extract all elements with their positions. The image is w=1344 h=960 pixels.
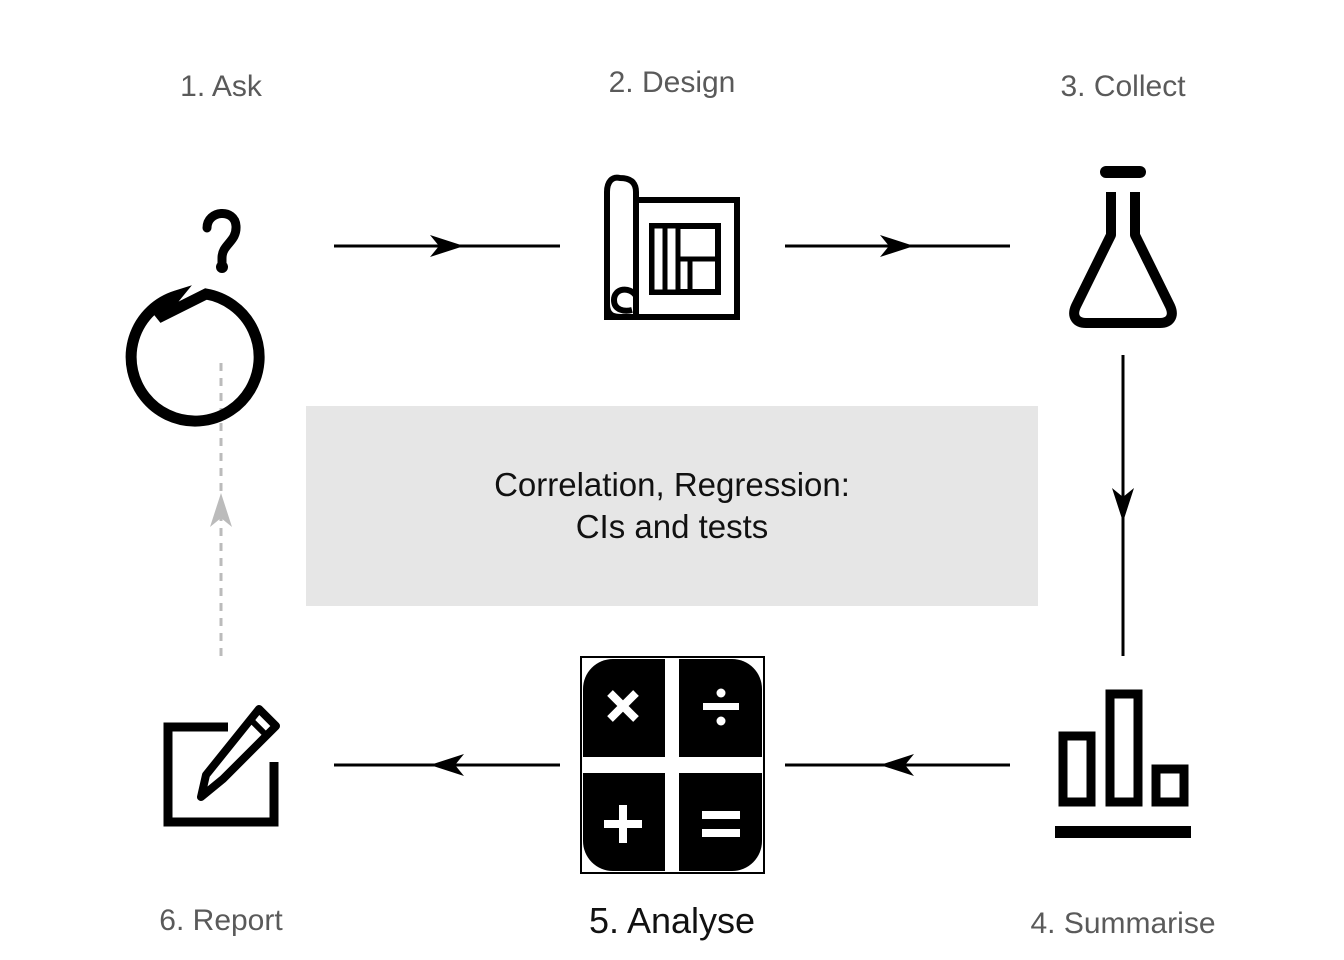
edit-note-icon <box>163 705 280 827</box>
step-label-analyse: 5. Analyse <box>588 900 756 941</box>
topic-box: Correlation, Regression: CIs and tests <box>306 406 1038 606</box>
blueprint-icon <box>604 174 740 320</box>
step-label-collect: 3. Collect <box>1060 70 1186 103</box>
step-label-design: 2. Design <box>608 66 736 99</box>
step-label-ask: 1. Ask <box>180 70 262 103</box>
question-bubble-icon <box>125 209 265 427</box>
step-label-report: 6. Report <box>159 904 283 937</box>
flask-icon <box>1069 166 1177 328</box>
step-label-summarise: 4. Summarise <box>1030 907 1216 940</box>
topic-line-1: Correlation, Regression: <box>494 466 850 503</box>
calculator-icon <box>580 656 765 874</box>
topic-line-2: CIs and tests <box>575 508 769 545</box>
bar-chart-icon <box>1055 689 1191 838</box>
